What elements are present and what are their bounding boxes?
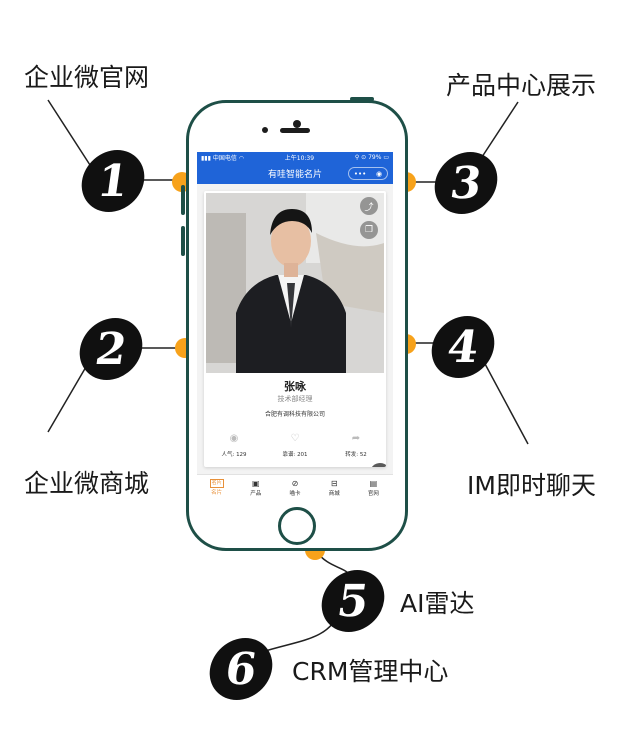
card-name: 张咏 (284, 380, 306, 393)
tab-product[interactable]: ▣ 产品 (250, 478, 262, 497)
phone-camera (293, 120, 301, 128)
copy-icon: ❐ (364, 225, 374, 235)
callout-label-4: IM即时聊天 (467, 471, 596, 500)
tab-card[interactable]: 名片 名片 (209, 479, 224, 496)
business-card: ⤴ ❐ 张咏 技术部经理 合肥有调科技有限公司 ◉ 人气: 129 ♡ 靠谱: … (204, 191, 386, 467)
stat-popularity[interactable]: ◉ 人气: 129 (204, 433, 264, 458)
phone-speaker (280, 128, 310, 133)
chat-button[interactable]: 💬 (370, 463, 386, 467)
callout-label-6: CRM管理中心 (292, 657, 449, 686)
cart-icon: ⊟ (330, 478, 338, 488)
tab-miaoka[interactable]: ⊘ 喵卡 (289, 478, 301, 497)
card-company: 合肥有调科技有限公司 (264, 411, 325, 418)
status-bar: ▮▮▮ 中国电信 ◠ 上午10:39 ⚲ ⊙ 79% ▭ (197, 152, 393, 163)
app-navbar: 有哇智能名片 ••• ◉ (197, 163, 393, 184)
card-tab-icon: 名片 (209, 479, 224, 488)
callout-label-3: 产品中心展示 (446, 71, 597, 100)
document-icon: ▤ (369, 478, 378, 488)
home-button[interactable] (278, 507, 316, 545)
stat-forward[interactable]: ➦ 转发: 52 (326, 433, 386, 458)
bottom-tabbar: 名片 名片 ▣ 产品 ⊘ 喵卡 ⊟ 商城 ▤ 官网 (197, 474, 393, 500)
phone-sensor (262, 127, 268, 133)
callout-label-5: AI雷达 (400, 589, 475, 618)
carrier-text: ▮▮▮ 中国电信 ◠ (201, 155, 244, 162)
battery-text: ⚲ ⊙ 79% ▭ (354, 154, 389, 161)
tab-mall[interactable]: ⊟ 商城 (328, 478, 340, 497)
close-circle-icon[interactable]: ◉ (376, 169, 383, 178)
eye-icon: ◉ (229, 433, 239, 444)
phone-screen: ▮▮▮ 中国电信 ◠ 上午10:39 ⚲ ⊙ 79% ▭ 有哇智能名片 ••• … (197, 152, 393, 500)
callout-label-1: 企业微官网 (24, 63, 150, 92)
profile-photo (206, 193, 384, 373)
tab-website[interactable]: ▤ 官网 (367, 478, 379, 497)
compass-icon: ⊘ (291, 478, 299, 488)
share-button[interactable]: ⤴ (360, 197, 378, 215)
card-job-title: 技术部经理 (277, 395, 313, 403)
copy-button[interactable]: ❐ (360, 221, 378, 239)
app-title: 有哇智能名片 (267, 170, 322, 180)
more-icon[interactable]: ••• (353, 169, 367, 178)
heart-icon: ♡ (290, 433, 300, 444)
phone-volume-button-2 (181, 226, 185, 256)
miniprogram-capsule[interactable]: ••• ◉ (348, 167, 388, 180)
callout-label-2: 企业微商城 (24, 469, 150, 498)
status-time: 上午10:39 (284, 155, 315, 162)
share-arrow-icon: ➦ (351, 433, 361, 444)
stat-reliable[interactable]: ♡ 靠谱: 201 (265, 433, 325, 458)
product-icon: ▣ (252, 478, 260, 488)
phone-volume-button (181, 185, 185, 215)
share-icon: ⤴ (364, 202, 374, 213)
phone-power-button (350, 97, 374, 101)
